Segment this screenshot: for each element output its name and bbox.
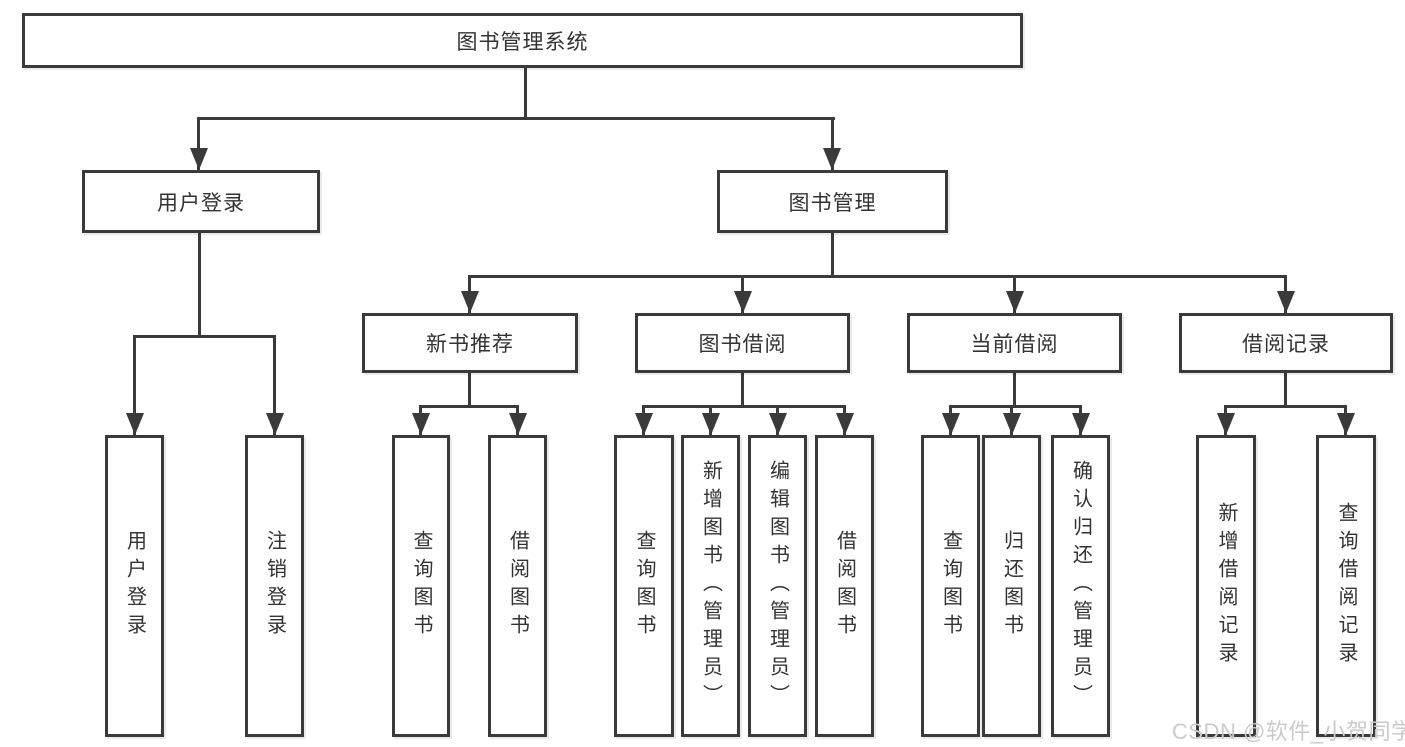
connector-line xyxy=(197,117,835,120)
arrow-down-icon xyxy=(1006,291,1024,313)
connector-line xyxy=(133,335,136,435)
connector-line xyxy=(1013,373,1016,405)
connector-line xyxy=(642,405,845,408)
arrow-down-icon xyxy=(461,291,479,313)
node-label: 当前借阅 xyxy=(970,333,1059,356)
node-label: 图书管理系统 xyxy=(456,30,589,54)
leaf-current-query-book: 查询图书 xyxy=(921,435,980,737)
arrow-down-icon xyxy=(769,413,787,435)
leaf-borrow-query-book: 查询图书 xyxy=(614,435,674,737)
arrow-down-icon xyxy=(1337,413,1355,435)
node-label: 注销登录 xyxy=(263,530,286,642)
node-label: 编辑图书（管理员） xyxy=(766,460,789,712)
node-label: 查询借阅记录 xyxy=(1335,502,1357,670)
leaf-current-return-book: 归还图书 xyxy=(982,435,1041,737)
connector-line xyxy=(1224,405,1347,408)
arrow-down-icon xyxy=(734,291,752,313)
node-label: 用户登录 xyxy=(123,530,146,642)
arrow-down-icon xyxy=(942,413,960,435)
connector-line xyxy=(1284,373,1287,405)
arrow-down-icon xyxy=(1003,413,1021,435)
arrow-down-icon xyxy=(1072,413,1090,435)
node-label: 借阅图书 xyxy=(833,530,856,642)
connector-line xyxy=(133,335,276,338)
connector-line xyxy=(831,117,834,170)
node-new-book-recommend: 新书推荐 xyxy=(362,313,578,373)
arrow-down-icon xyxy=(509,413,527,435)
node-label: 新增借阅记录 xyxy=(1215,502,1237,670)
csdn-watermark: CSDN @软件_小贺同学 xyxy=(1172,719,1405,744)
connector-line xyxy=(468,373,471,405)
node-user-login-group: 用户登录 xyxy=(82,170,320,233)
node-label: 借阅记录 xyxy=(1242,333,1330,356)
leaf-records-query-record: 查询借阅记录 xyxy=(1316,435,1376,737)
node-label: 新书推荐 xyxy=(426,333,514,356)
node-label: 图书借阅 xyxy=(698,333,787,356)
connector-line xyxy=(831,233,834,275)
connector-line xyxy=(197,117,200,170)
node-label: 查询图书 xyxy=(410,530,432,642)
node-label: 借阅图书 xyxy=(506,530,529,642)
leaf-logout: 注销登录 xyxy=(245,435,304,737)
node-current-borrowing: 当前借阅 xyxy=(907,313,1122,373)
arrow-down-icon xyxy=(823,148,841,170)
connector-line xyxy=(273,335,276,435)
node-book-management: 图书管理 xyxy=(717,170,948,233)
node-book-borrowing: 图书借阅 xyxy=(635,313,850,373)
arrow-down-icon xyxy=(126,413,144,435)
connector-line xyxy=(524,68,527,119)
connector-line xyxy=(741,373,744,405)
node-label: 归还图书 xyxy=(1000,530,1023,642)
arrow-down-icon xyxy=(1277,291,1295,313)
leaf-rec-query-book: 查询图书 xyxy=(392,435,450,737)
arrow-down-icon xyxy=(1217,413,1235,435)
node-label: 新增图书（管理员） xyxy=(699,460,722,712)
node-label: 图书管理 xyxy=(788,191,877,215)
arrow-down-icon xyxy=(702,413,720,435)
leaf-user-login: 用户登录 xyxy=(105,435,164,737)
arrow-down-icon xyxy=(836,413,854,435)
leaf-borrow-edit-book-admin: 编辑图书（管理员） xyxy=(748,435,807,737)
leaf-current-confirm-return-admin: 确认归还（管理员） xyxy=(1051,435,1110,737)
node-label: 用户登录 xyxy=(157,191,245,215)
leaf-rec-borrow-book: 借阅图书 xyxy=(488,435,547,737)
node-label: 确认归还（管理员） xyxy=(1069,460,1092,712)
arrow-down-icon xyxy=(266,413,284,435)
leaf-records-add-record: 新增借阅记录 xyxy=(1196,435,1256,737)
node-root-library-management-system: 图书管理系统 xyxy=(22,13,1023,68)
connector-line xyxy=(468,275,1287,278)
arrow-down-icon xyxy=(635,413,653,435)
connector-line xyxy=(198,233,201,335)
connector-line xyxy=(419,405,519,408)
leaf-borrow-borrow-book: 借阅图书 xyxy=(815,435,874,737)
node-label: 查询图书 xyxy=(633,530,655,642)
arrow-down-icon xyxy=(412,413,430,435)
node-borrowing-records: 借阅记录 xyxy=(1179,313,1393,373)
node-label: 查询图书 xyxy=(939,530,962,642)
leaf-borrow-add-book-admin: 新增图书（管理员） xyxy=(681,435,740,737)
arrow-down-icon xyxy=(190,148,208,170)
connector-line xyxy=(949,405,1082,408)
